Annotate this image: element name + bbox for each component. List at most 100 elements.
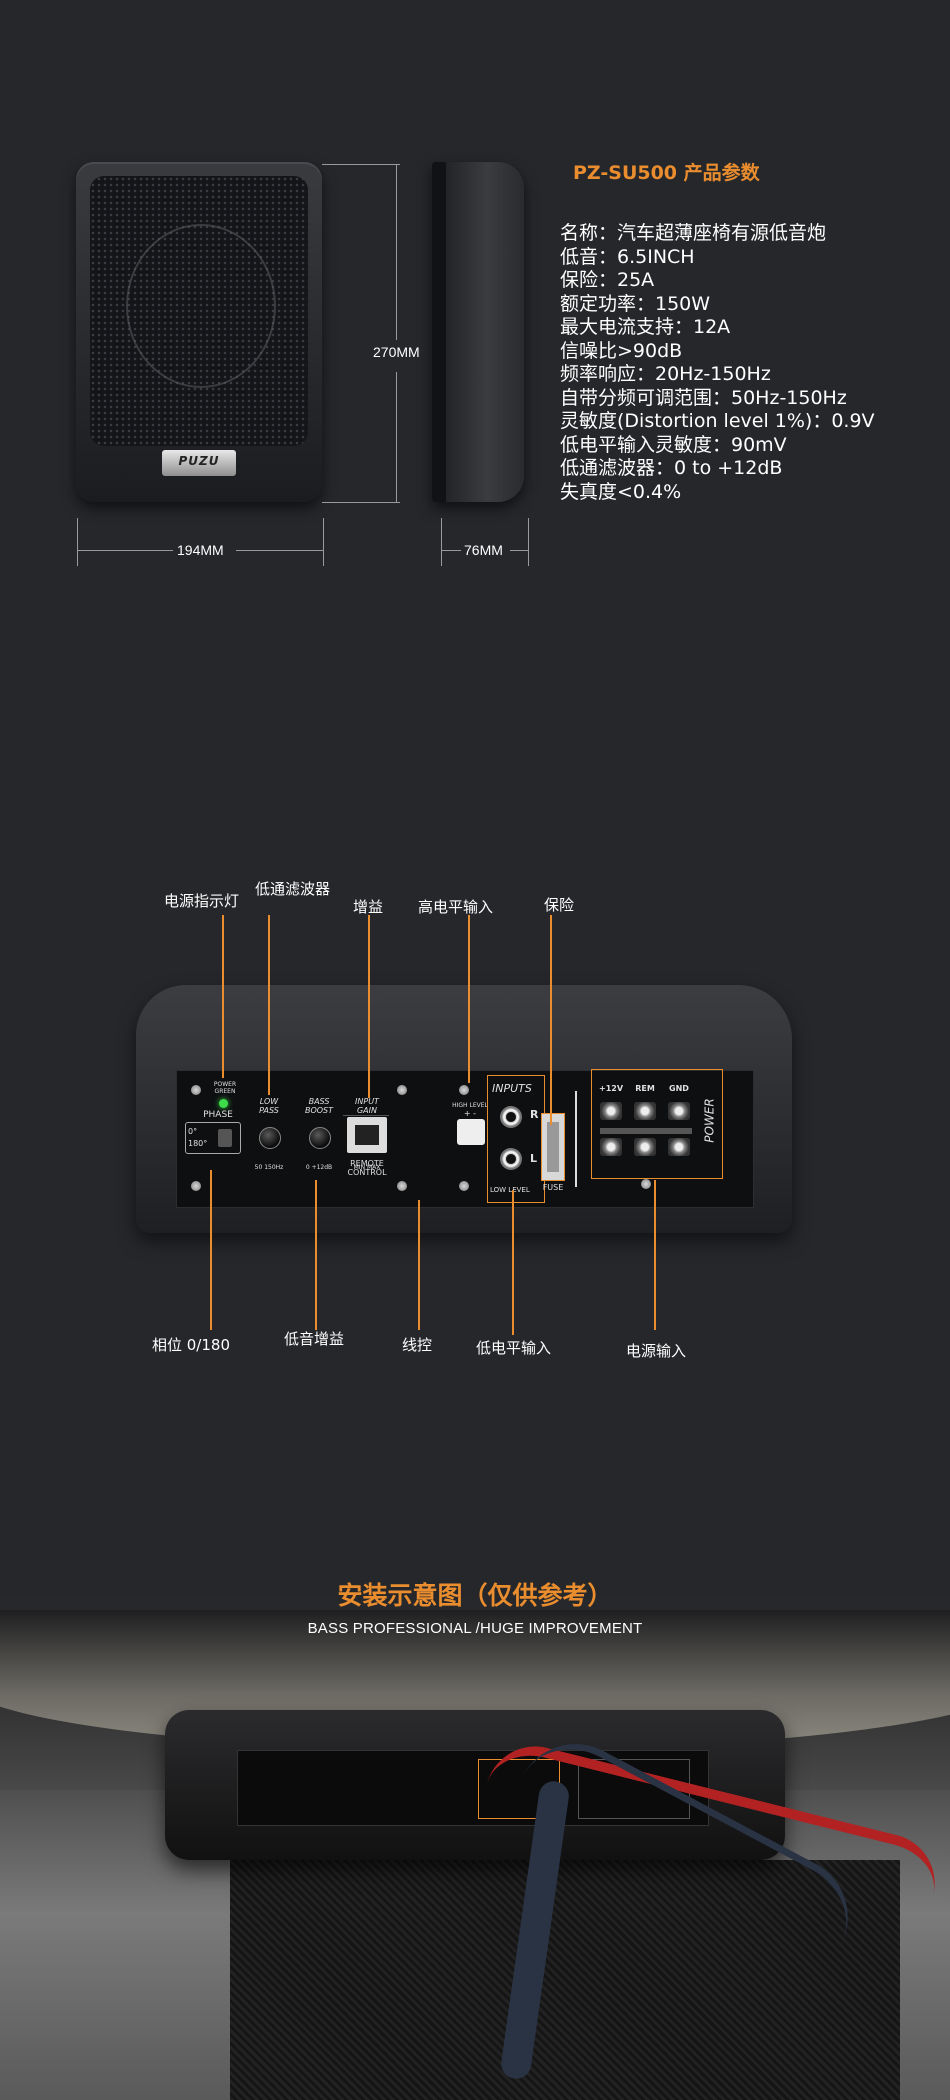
low-level-label: LOW LEVEL xyxy=(490,1186,530,1194)
screw xyxy=(459,1085,469,1095)
screw xyxy=(641,1179,651,1189)
height-label: 270MM xyxy=(373,344,420,360)
plus-12v-label: +12V xyxy=(598,1084,624,1093)
installed-subwoofer xyxy=(165,1710,785,1860)
install-subtitle: BASS PROFESSIONAL /HUGE IMPROVEMENT xyxy=(307,1620,643,1637)
front-speaker-image: PUZU xyxy=(76,162,322,502)
green-label: GREEN xyxy=(214,1088,236,1095)
terminal-gnd-bottom[interactable] xyxy=(668,1138,690,1156)
low-text: LOW xyxy=(259,1097,279,1106)
side-rim xyxy=(432,162,446,502)
right-label: R xyxy=(530,1108,539,1121)
remote-text: REMOTE xyxy=(350,1159,384,1168)
callout-line-phase xyxy=(210,1170,212,1330)
callout-line-gain xyxy=(368,915,370,1098)
callout-line-power-input xyxy=(654,1180,656,1330)
spec-line: 名称：汽车超薄座椅有源低音炮 xyxy=(560,222,827,244)
callout-power-input: 电源输入 xyxy=(626,1342,687,1360)
screw xyxy=(191,1181,201,1191)
gain-text: GAIN xyxy=(356,1106,377,1115)
remote-label: REMOTE CONTROL xyxy=(343,1159,391,1177)
depth-label: 76MM xyxy=(464,542,503,558)
terminal-rem-top[interactable] xyxy=(634,1102,656,1120)
fuse xyxy=(541,1113,565,1181)
phase-0-label: 0° xyxy=(188,1127,198,1136)
low-pass-knob[interactable] xyxy=(259,1127,281,1149)
bass-boost-knob[interactable] xyxy=(309,1127,331,1149)
phase-label: PHASE xyxy=(203,1110,233,1120)
callout-gain: 增益 xyxy=(353,898,384,916)
dim-tick xyxy=(528,518,529,566)
height-dim-line xyxy=(396,164,397,340)
callout-power-led: 电源指示灯 xyxy=(164,892,240,910)
remote-port-socket xyxy=(355,1125,379,1145)
depth-dim-line xyxy=(441,550,461,551)
input-gain-label: INPUT GAIN xyxy=(345,1097,389,1115)
high-level-label: HIGH LEVEL xyxy=(452,1102,488,1109)
terminal-gnd-top[interactable] xyxy=(668,1102,690,1120)
power-terminal-group: +12V REM GND POWER xyxy=(591,1069,723,1179)
power-led xyxy=(219,1099,228,1108)
install-title: 安装示意图（仅供参考） xyxy=(337,1581,613,1610)
width-dim-line xyxy=(77,550,173,551)
spec-line: 保险：25A xyxy=(560,269,655,291)
callout-high-input: 高电平输入 xyxy=(418,898,494,916)
spec-line: 低电平输入灵敏度：90mV xyxy=(560,433,787,456)
height-dim-line xyxy=(396,372,397,502)
screw xyxy=(397,1085,407,1095)
remote-port[interactable] xyxy=(347,1117,387,1153)
callout-line-bass-boost xyxy=(315,1180,317,1330)
high-level-connector[interactable] xyxy=(457,1119,485,1145)
spec-line: 低通滤波器：0 to +12dB xyxy=(560,457,783,479)
woofer-outline xyxy=(126,224,276,388)
terminal-12v-top[interactable] xyxy=(600,1102,622,1120)
power-label: POWER xyxy=(213,1081,237,1088)
terminal-12v-bottom[interactable] xyxy=(600,1138,622,1156)
dim-tick xyxy=(322,502,400,503)
callout-line-low-pass xyxy=(268,915,270,1095)
terminal-rem-bottom[interactable] xyxy=(634,1138,656,1156)
fuse-label: FUSE xyxy=(542,1183,564,1192)
spec-line: 信噪比>90dB xyxy=(560,339,683,362)
control-panel: POWER GREEN PHASE 0° 180° LOW PASS 50 15… xyxy=(176,1069,754,1208)
width-label: 194MM xyxy=(177,542,224,558)
rca-right-input[interactable] xyxy=(500,1106,522,1128)
power-green-label: POWER GREEN xyxy=(205,1081,245,1095)
spec-line: 频率响应：20Hz-150Hz xyxy=(560,363,771,385)
low-pass-label: LOW PASS xyxy=(249,1097,289,1115)
gnd-label: GND xyxy=(669,1084,689,1093)
screw xyxy=(191,1085,201,1095)
phase-180-label: 180° xyxy=(188,1139,208,1148)
control-text: CONTROL xyxy=(347,1168,387,1177)
velcro-mat xyxy=(230,1860,900,2100)
callout-remote: 线控 xyxy=(402,1336,433,1354)
callout-line-remote xyxy=(418,1200,420,1330)
boost-text: BOOST xyxy=(304,1106,334,1115)
divider xyxy=(343,1115,389,1116)
spec-title: PZ-SU500 产品参数 xyxy=(573,162,760,184)
installed-panel xyxy=(237,1750,709,1826)
installation-photo xyxy=(0,1590,950,2100)
callout-line-fuse xyxy=(550,915,552,1125)
callout-line-low-input xyxy=(512,1190,514,1335)
spec-line: 最大电流支持：12A xyxy=(560,316,731,338)
callout-fuse: 保险 xyxy=(544,896,575,914)
terminal-bar xyxy=(600,1128,692,1134)
dim-tick xyxy=(441,518,442,566)
spec-line: 失真度<0.4% xyxy=(560,480,682,503)
left-label: L xyxy=(530,1152,538,1165)
power-label: POWER xyxy=(702,1098,717,1143)
dim-tick xyxy=(323,518,324,566)
side-speaker-image xyxy=(432,162,524,502)
inputs-group: INPUTS R L LOW LEVEL xyxy=(487,1075,545,1203)
width-dim-line xyxy=(236,550,323,551)
speaker-grille xyxy=(90,176,308,446)
phase-switch[interactable] xyxy=(218,1129,232,1147)
phase-switch-frame: 0° 180° xyxy=(185,1122,241,1154)
spec-list: 名称：汽车超薄座椅有源低音炮 低音：6.5INCH 保险：25A 额定功率：15… xyxy=(560,222,875,504)
screw xyxy=(397,1181,407,1191)
rca-left-input[interactable] xyxy=(500,1148,522,1170)
low-pass-range: 50 150Hz xyxy=(254,1164,284,1171)
brand-logo: PUZU xyxy=(162,450,236,476)
spec-line: 自带分频可调范围：50Hz-150Hz xyxy=(560,386,847,409)
